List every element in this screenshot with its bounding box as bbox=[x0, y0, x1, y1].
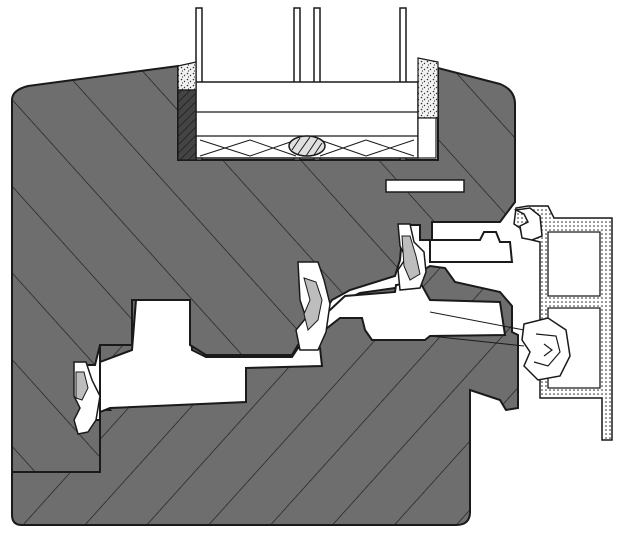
glazing-gap-right bbox=[417, 117, 437, 159]
gasket-left-inner bbox=[75, 371, 89, 401]
cladding-clip bbox=[521, 317, 571, 381]
cladding-top-hook bbox=[513, 207, 543, 241]
sash-slot bbox=[385, 179, 465, 193]
glazing-sealant-left bbox=[177, 61, 197, 91]
glazing-setting-block-left bbox=[177, 89, 197, 161]
drip-profile-step bbox=[429, 231, 514, 263]
glazing-unit bbox=[195, 7, 419, 161]
drainage-line-2 bbox=[429, 311, 525, 331]
gasket-right-inner bbox=[401, 235, 421, 281]
spacer-diagonals bbox=[199, 139, 415, 157]
glazing-bead-hatch bbox=[291, 136, 323, 157]
gasket-center-inner bbox=[303, 277, 323, 331]
cladding-clip-detail bbox=[533, 333, 561, 367]
drainage-line-1 bbox=[429, 335, 525, 347]
glazing-sealant-right bbox=[417, 57, 439, 119]
cladding-inner-chamber bbox=[547, 231, 601, 297]
central-rebate-cavity bbox=[318, 280, 507, 341]
